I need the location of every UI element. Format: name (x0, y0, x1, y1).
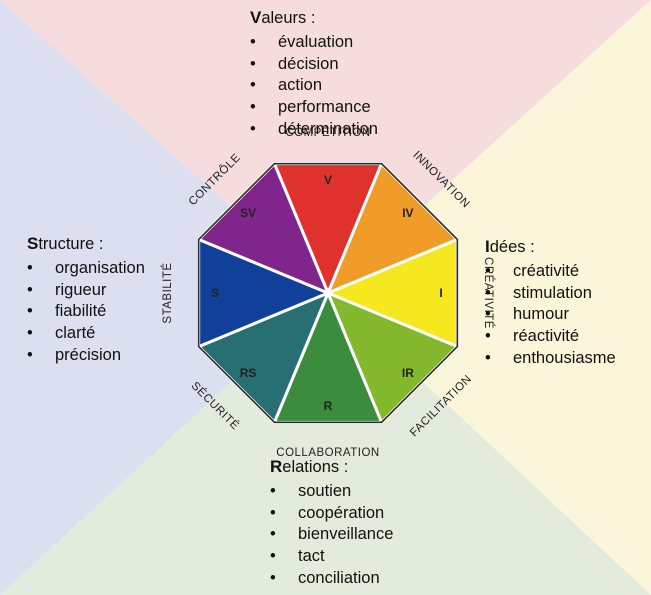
list-item: détermination (250, 119, 378, 141)
list-item: organisation (27, 258, 145, 280)
structure-block: Structure : organisation rigueur fiabili… (27, 233, 145, 367)
segment-label: IV (402, 206, 413, 220)
list-item: humour (485, 304, 616, 326)
valeurs-heading: Valeurs : (250, 8, 316, 27)
list-item: enthousiasme (485, 348, 616, 370)
segment-label: SV (240, 206, 256, 220)
outer-label: STABILITÉ (161, 262, 174, 323)
relations-list: soutien coopération bienveillance tact c… (270, 481, 393, 590)
list-item: bienveillance (270, 524, 393, 546)
idees-list: créativité stimulation humour réactivité… (485, 261, 616, 370)
relations-block: Relations : soutien coopération bienveil… (270, 456, 393, 590)
structure-list: organisation rigueur fiabilité clarté pr… (27, 258, 145, 367)
list-item: action (250, 75, 378, 97)
list-item: décision (250, 54, 378, 76)
wheel-outline (197, 162, 459, 424)
list-item: rigueur (27, 280, 145, 302)
list-item: tact (270, 546, 393, 568)
list-item: évaluation (250, 32, 378, 54)
list-item: stimulation (485, 283, 616, 305)
list-item: performance (250, 97, 378, 119)
outer-label: COLLABORATION (276, 447, 379, 459)
segment-label: RS (240, 366, 257, 380)
idees-block: Idées : créativité stimulation humour ré… (485, 236, 616, 370)
list-item: fiabilité (27, 301, 145, 323)
structure-heading: Structure : (27, 234, 104, 253)
list-item: coopération (270, 503, 393, 525)
background-left (0, 0, 328, 595)
list-item: réactivité (485, 326, 616, 348)
valeurs-block: Valeurs : évaluation décision action per… (250, 7, 378, 141)
list-item: conciliation (270, 568, 393, 590)
list-item: soutien (270, 481, 393, 503)
segment-label: V (324, 173, 332, 187)
segment-label: I (439, 286, 442, 300)
list-item: créativité (485, 261, 616, 283)
list-item: clarté (27, 323, 145, 345)
idees-heading: Idées : (485, 237, 535, 256)
background-bottom (0, 293, 651, 595)
background-top (0, 0, 651, 293)
valeurs-list: évaluation décision action performance d… (250, 32, 378, 141)
relations-heading: Relations : (270, 457, 349, 476)
segment-label: R (324, 399, 333, 413)
list-item: précision (27, 345, 145, 367)
segment-label: IR (402, 366, 414, 380)
segment-label: S (211, 286, 219, 300)
